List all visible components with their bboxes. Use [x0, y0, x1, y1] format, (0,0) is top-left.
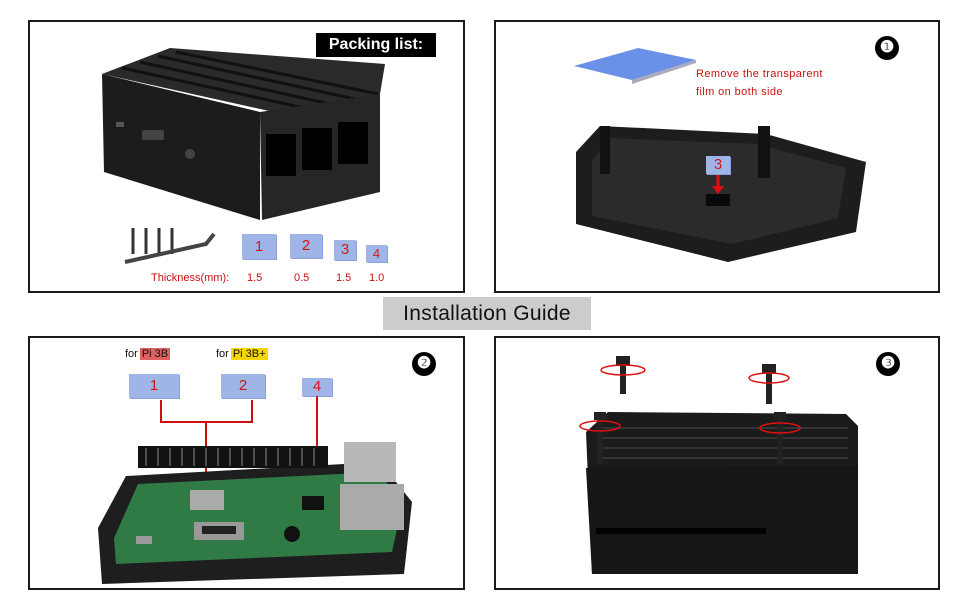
for-text: for [216, 348, 229, 360]
pad-3: 3 [334, 240, 356, 260]
remove-film-note-line2: film on both side [696, 86, 783, 98]
pi3b-tag: Pi 3B [139, 348, 171, 360]
thickness-label: Thickness(mm): [151, 272, 230, 284]
step-badge: ❷ [412, 352, 436, 376]
thickness-value-4: 1.0 [369, 272, 385, 284]
step1-panel: ❶ Remove the transparent film on both si… [494, 20, 940, 293]
pad-2: 2 [290, 234, 322, 258]
step-badge: ❶ [875, 36, 899, 60]
pi3bplus-tag: Pi 3B+ [230, 348, 268, 360]
case-bottom-illustration [574, 48, 866, 262]
packing-list-label: Packing list: [316, 33, 436, 57]
pad-4: 4 [366, 245, 387, 262]
pad-1: 1 [129, 374, 179, 398]
pad-3: 3 [706, 156, 730, 174]
thickness-value-1: 1.5 [247, 272, 263, 284]
case-assembly-illustration [579, 356, 858, 574]
step-badge: ❸ [876, 352, 900, 376]
raspberry-pi-illustration [98, 396, 412, 584]
pad-1: 1 [242, 234, 276, 259]
pad-4: 4 [302, 378, 332, 396]
for-text: for [125, 348, 138, 360]
packing-list-panel: Packing list: 1 2 3 4 Thickness(mm): 1.5… [28, 20, 465, 293]
thickness-value-3: 1.5 [336, 272, 352, 284]
thickness-value-2: 0.5 [294, 272, 310, 284]
installation-guide-title: Installation Guide [383, 297, 591, 330]
case-illustration [102, 48, 385, 264]
step3-panel: ❸ [494, 336, 940, 590]
remove-film-note-line1: Remove the transparent [696, 68, 823, 80]
pad-2: 2 [221, 374, 265, 398]
